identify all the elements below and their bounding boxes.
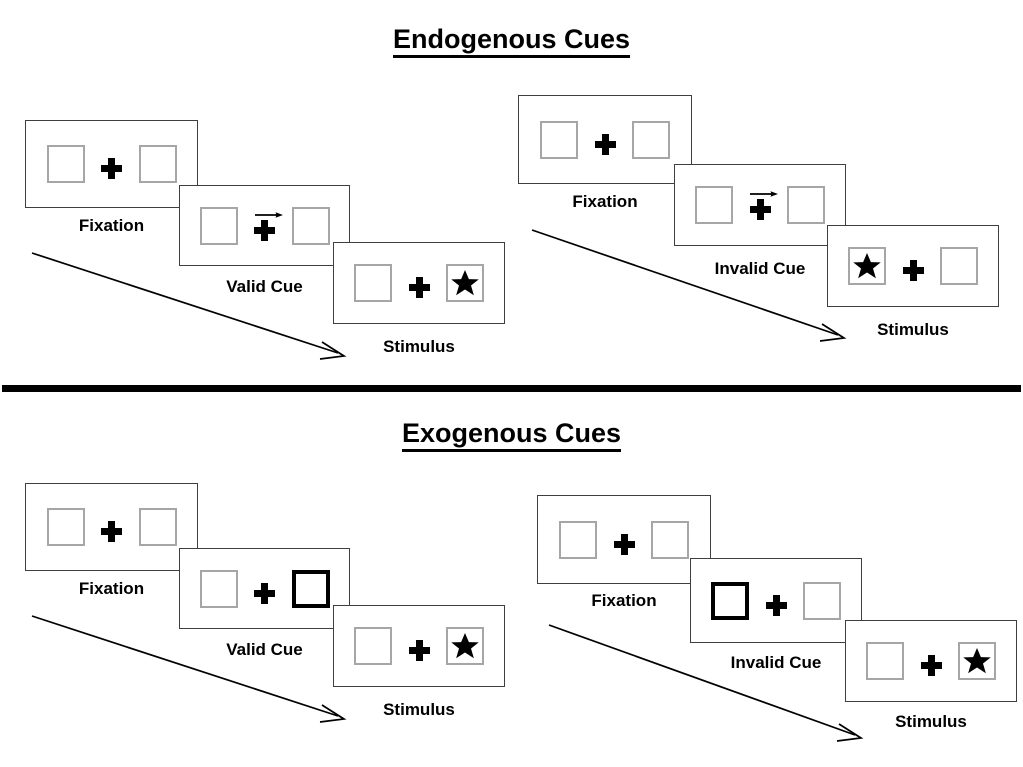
frame-content xyxy=(180,186,349,265)
fixation-cross-icon xyxy=(902,251,924,281)
left-box xyxy=(848,247,886,285)
left-box xyxy=(46,508,85,546)
left-box xyxy=(540,120,578,159)
frame-exogenous-valid-stimulus xyxy=(333,605,505,687)
right-box xyxy=(803,581,841,620)
left-box-cued xyxy=(711,581,749,620)
label-exogenous-invalid-cue: Invalid Cue xyxy=(730,653,822,672)
left-box xyxy=(866,642,904,680)
section-title-exogenous-text: Exogenous Cues xyxy=(401,418,622,452)
frame-endogenous-invalid-stimulus xyxy=(827,225,999,307)
right-box-cued xyxy=(291,569,330,608)
frame-content xyxy=(675,165,845,245)
section-title-exogenous: Exogenous Cues xyxy=(0,418,1023,452)
frame-endogenous-valid-cue xyxy=(179,185,350,266)
fixation-cross-icon xyxy=(765,586,787,616)
section-divider xyxy=(2,385,1021,392)
right-box xyxy=(651,520,689,559)
frame-content xyxy=(334,606,504,686)
label-exogenous-valid-cue: Valid Cue xyxy=(226,640,303,659)
right-box xyxy=(787,186,825,224)
cue-arrow-right-icon xyxy=(254,211,283,218)
left-box xyxy=(354,627,392,665)
frame-endogenous-valid-stimulus xyxy=(333,242,505,324)
cue-arrow-right-icon xyxy=(750,191,778,197)
fixation-cross-icon xyxy=(920,646,942,676)
frame-exogenous-invalid-fixation xyxy=(537,495,711,584)
frame-content xyxy=(180,549,349,628)
star-icon xyxy=(963,648,991,674)
fixation-cross-icon xyxy=(613,525,635,555)
frame-exogenous-invalid-cue xyxy=(690,558,862,643)
label-endogenous-valid-stimulus: Stimulus xyxy=(383,337,455,356)
right-box xyxy=(446,627,484,665)
label-exogenous-invalid-stimulus: Stimulus xyxy=(895,712,967,731)
star-icon xyxy=(451,270,479,296)
fixation-cross-icon xyxy=(408,631,430,661)
timeline-arrow-endogenous-valid xyxy=(31,252,347,360)
right-box xyxy=(291,206,330,245)
left-box xyxy=(199,206,238,245)
fixation-cross-icon xyxy=(594,125,616,155)
frame-content xyxy=(519,96,691,183)
fixation-cross-icon xyxy=(101,512,123,542)
star-icon xyxy=(853,253,881,279)
right-box xyxy=(940,247,978,285)
frame-content xyxy=(846,621,1016,701)
right-box xyxy=(138,145,177,183)
label-exogenous-valid-stimulus: Stimulus xyxy=(383,700,455,719)
frame-content xyxy=(26,484,197,570)
fixation-cross-icon xyxy=(408,268,430,298)
frame-endogenous-valid-fixation xyxy=(25,120,198,208)
left-box xyxy=(695,186,733,224)
frame-exogenous-valid-fixation xyxy=(25,483,198,571)
frame-content xyxy=(828,226,998,306)
fixation-cross-icon xyxy=(254,211,283,241)
right-box xyxy=(138,508,177,546)
section-title-endogenous-text: Endogenous Cues xyxy=(392,24,630,58)
frame-exogenous-invalid-stimulus xyxy=(845,620,1017,702)
right-box xyxy=(632,120,670,159)
fixation-cross-icon xyxy=(749,190,778,220)
frame-content xyxy=(26,121,197,207)
left-box xyxy=(559,520,597,559)
timeline-arrow-exogenous-invalid xyxy=(548,624,864,742)
label-exogenous-invalid-fixation: Fixation xyxy=(591,591,657,610)
left-box xyxy=(199,569,238,608)
frame-content xyxy=(691,559,861,642)
right-box xyxy=(958,642,996,680)
label-endogenous-valid-fixation: Fixation xyxy=(78,216,145,235)
label-endogenous-valid-cue: Valid Cue xyxy=(226,277,303,296)
star-icon xyxy=(451,633,479,659)
timeline-arrow-exogenous-valid xyxy=(31,615,347,723)
label-endogenous-invalid-fixation: Fixation xyxy=(572,192,638,211)
label-endogenous-invalid-stimulus: Stimulus xyxy=(877,320,949,339)
frame-exogenous-valid-cue xyxy=(179,548,350,629)
frame-content xyxy=(538,496,710,583)
frame-content xyxy=(334,243,504,323)
fixation-cross-icon xyxy=(254,574,276,604)
label-endogenous-invalid-cue: Invalid Cue xyxy=(714,259,806,278)
label-exogenous-valid-fixation: Fixation xyxy=(78,579,145,598)
fixation-cross-icon xyxy=(101,149,123,179)
frame-endogenous-invalid-cue xyxy=(674,164,846,246)
section-title-endogenous: Endogenous Cues xyxy=(0,24,1023,58)
timeline-arrow-endogenous-invalid xyxy=(531,229,847,342)
frame-endogenous-invalid-fixation xyxy=(518,95,692,184)
right-box xyxy=(446,264,484,302)
left-box xyxy=(46,145,85,183)
left-box xyxy=(354,264,392,302)
